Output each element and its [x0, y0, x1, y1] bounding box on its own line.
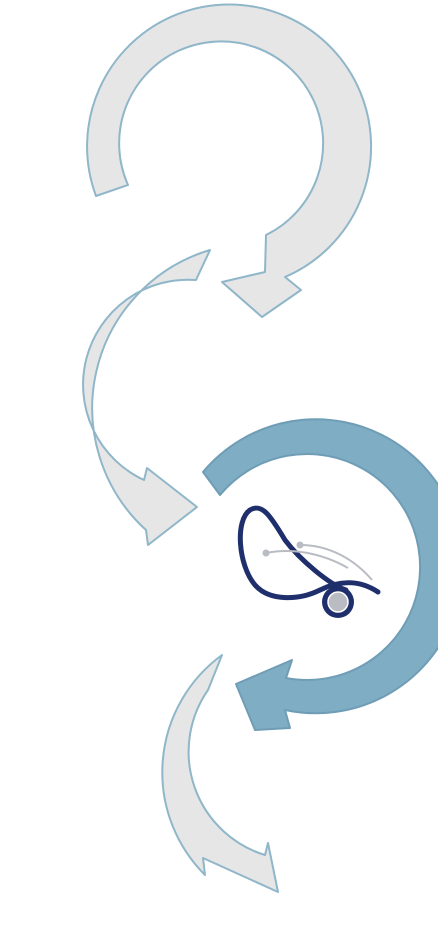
- stethoscope-icon: [237, 505, 381, 618]
- cycle-arrow-step-2: [82, 249, 211, 546]
- stethoscope-diaphragm: [327, 591, 349, 613]
- stethoscope-eartip-2: [296, 541, 304, 549]
- cycle-arrow-step-3[interactable]: [202, 418, 438, 731]
- stethoscope-tubing: [237, 505, 381, 601]
- stethoscope-earpiece: [265, 550, 349, 569]
- cycle-arrow-step-4: [161, 654, 279, 893]
- cycle-arrow-step-1: [86, 3, 373, 318]
- stethoscope-earpiece-2: [299, 544, 373, 581]
- stethoscope-eartip: [262, 549, 270, 557]
